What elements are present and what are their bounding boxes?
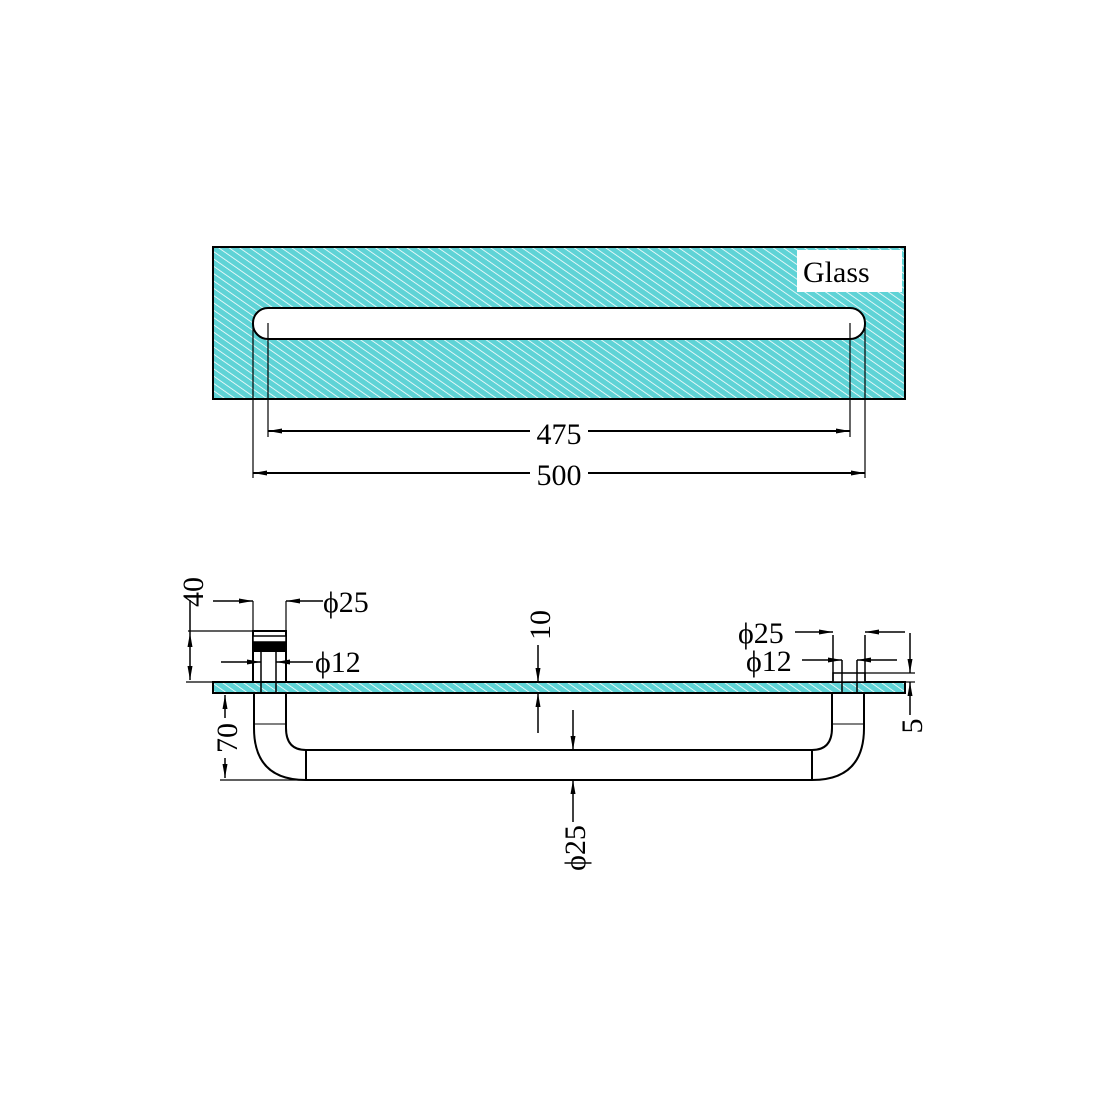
dim-475: 475: [537, 418, 582, 451]
dim-500: 500: [537, 459, 582, 492]
top-view: Glass 475 500: [212, 246, 906, 492]
right-mount-washer: [832, 672, 866, 683]
dim-glass-thickness: 10: [524, 610, 557, 640]
dim-left-mount-diameter: ϕ25: [323, 586, 369, 619]
side-view: 40 ϕ25 ϕ12 70 10 ϕ25 ϕ25 ϕ12: [177, 577, 929, 871]
glass-label: Glass: [803, 256, 870, 289]
handle-outer: [253, 693, 865, 781]
handle-bar-top: [252, 307, 866, 340]
dim-70: 70: [211, 723, 244, 753]
glass-label-bg: [797, 250, 902, 292]
handle-inner: [285, 693, 833, 751]
dim-right-mount-diameter: ϕ25: [738, 617, 784, 650]
dim-40: 40: [177, 577, 210, 607]
dim-bar-diameter: ϕ25: [559, 825, 592, 871]
glass-strip: [212, 681, 906, 694]
dim-right-washer: 5: [896, 719, 929, 734]
dim-right-bolt-diameter: ϕ12: [746, 645, 792, 678]
dim-left-bolt-diameter: ϕ12: [315, 646, 361, 679]
